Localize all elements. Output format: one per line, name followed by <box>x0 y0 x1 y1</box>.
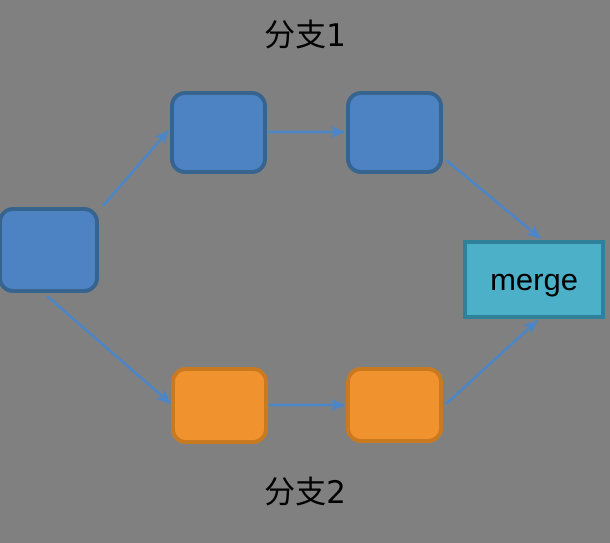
node-branch2-step1[interactable] <box>171 367 268 444</box>
node-merge-label: merge <box>490 262 578 297</box>
edge-branch1-step2-to-merge <box>445 158 542 240</box>
node-branch1-step1[interactable] <box>170 91 267 174</box>
edge-source-to-branch1-step1 <box>102 129 170 207</box>
caption-branch-2: 分支2 <box>264 475 346 511</box>
edge-source-to-branch2-step1 <box>46 295 172 405</box>
node-branch2-step2[interactable] <box>346 367 443 443</box>
caption-branch-1: 分支1 <box>264 18 346 54</box>
node-source[interactable] <box>0 207 99 293</box>
node-merge[interactable]: merge <box>463 240 605 319</box>
node-branch1-step2[interactable] <box>346 91 443 174</box>
edge-branch2-step2-to-merge <box>445 319 539 405</box>
